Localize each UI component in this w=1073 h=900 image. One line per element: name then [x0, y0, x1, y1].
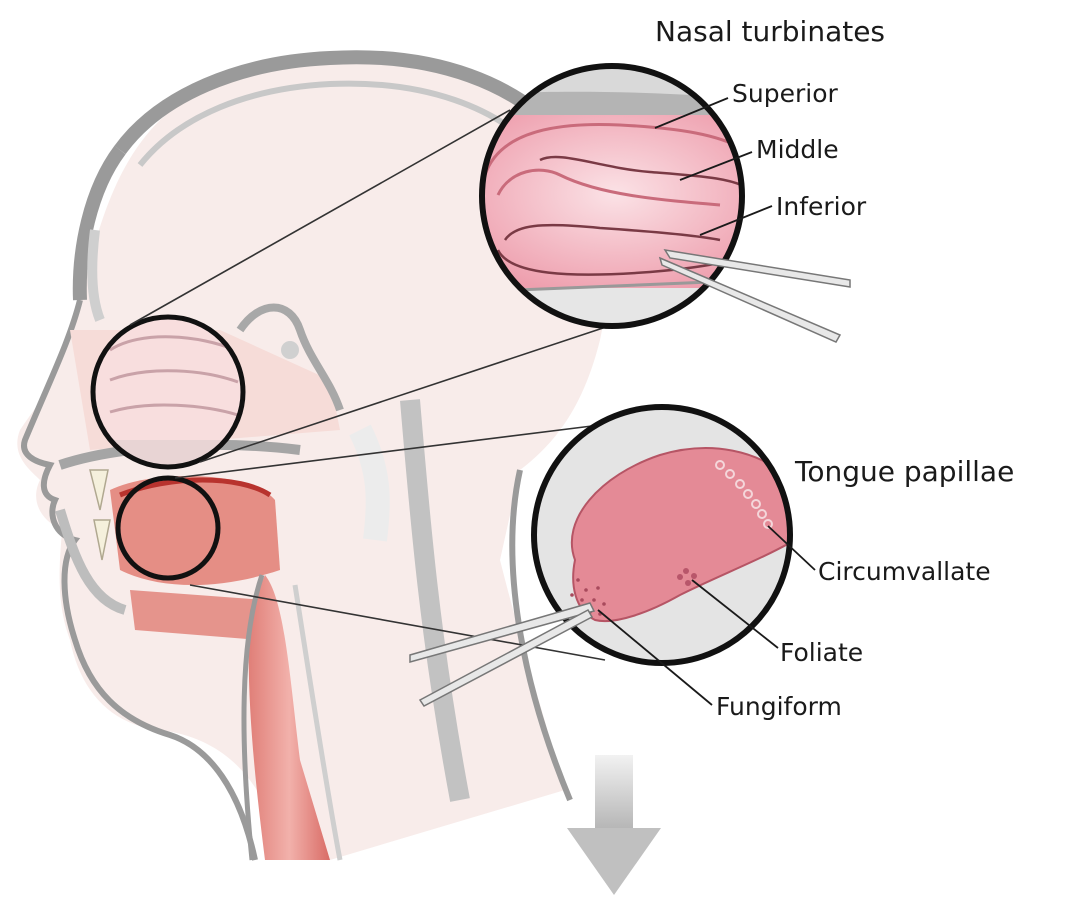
fungiform-label: Fungiform — [716, 694, 842, 719]
down-arrow-icon — [567, 755, 661, 895]
inferior-label: Inferior — [776, 194, 866, 219]
tongue-papillae-title: Tongue papillae — [795, 458, 1014, 486]
circumvallate-label: Circumvallate — [818, 559, 991, 584]
foliate-label: Foliate — [780, 640, 863, 665]
nasal-turbinates-title: Nasal turbinates — [655, 18, 885, 46]
superior-label: Superior — [732, 81, 838, 106]
middle-label: Middle — [756, 137, 839, 162]
